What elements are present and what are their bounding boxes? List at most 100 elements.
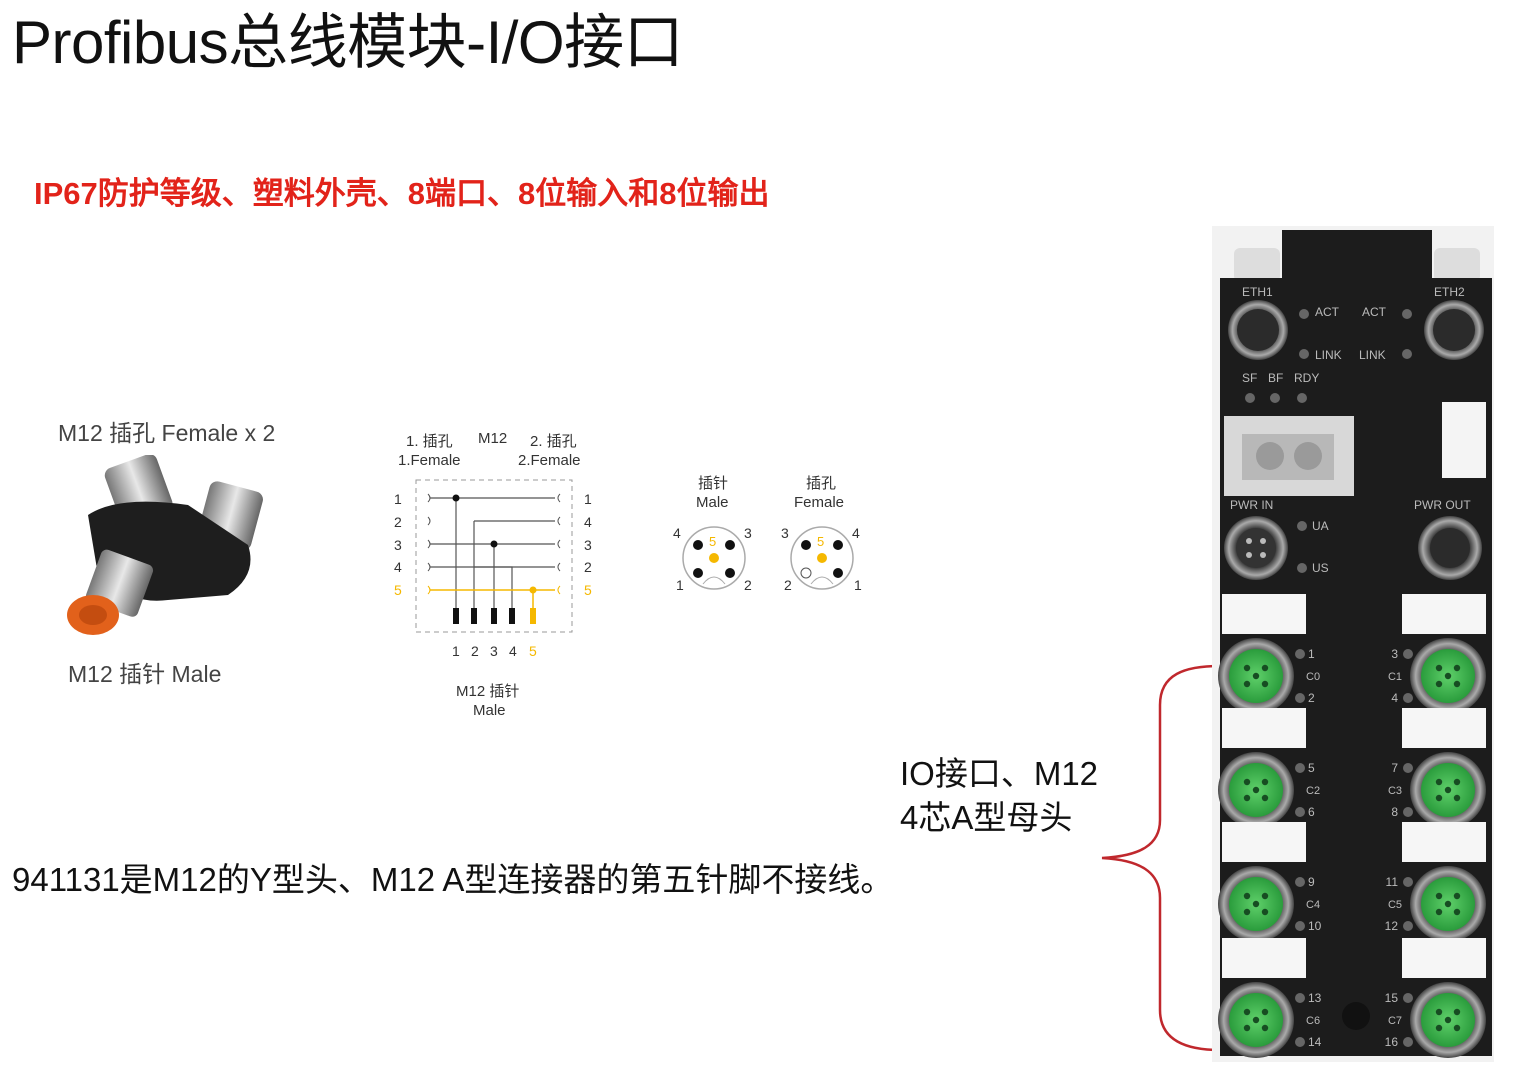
io-port-pin	[1444, 1016, 1452, 1024]
eth1-label: ETH1	[1242, 285, 1273, 299]
port-label-plate	[1222, 594, 1306, 634]
io-pin-label: 6	[1308, 805, 1315, 819]
io-channel-label: C1	[1388, 671, 1402, 683]
io-port-pin	[1435, 892, 1443, 900]
io-led	[1403, 649, 1413, 659]
io-port-pin	[1252, 672, 1260, 680]
y-connector-bottom-label: M12 插针 Male	[68, 661, 222, 687]
io-led	[1403, 807, 1413, 817]
wiring-right-pin-4: 4	[584, 514, 592, 530]
female-pin-5: 5	[817, 534, 824, 549]
io-led	[1403, 877, 1413, 887]
io-port-pin	[1243, 664, 1251, 672]
y-connector-photo	[67, 455, 263, 635]
female-pin-2: 2	[784, 577, 792, 593]
wiring-header-left-en: 1.Female	[398, 452, 461, 469]
port-label-plate	[1222, 708, 1306, 748]
io-port-pin	[1261, 664, 1269, 672]
io-pin-label: 15	[1385, 991, 1399, 1005]
io-port-pin	[1243, 1024, 1251, 1032]
wiring-right-pin-1: 1	[584, 491, 592, 507]
io-pin-label: 4	[1391, 691, 1398, 705]
io-pin-label: 13	[1308, 991, 1322, 1005]
profibus-module-photo: ETH1 ETH2 ACT ACT LINK LINK SF BF RDY PW…	[1212, 226, 1494, 1062]
io-port-pin	[1435, 1008, 1443, 1016]
io-pin-label: 5	[1308, 761, 1315, 775]
male-pin-3: 3	[744, 525, 752, 541]
io-port-pin	[1435, 1024, 1443, 1032]
io-channel-label: C4	[1306, 899, 1320, 911]
io-port-pin	[1252, 900, 1260, 908]
wiring-header-mid: M12	[478, 430, 508, 447]
rdy-label: RDY	[1294, 371, 1319, 385]
io-port-pin	[1453, 908, 1461, 916]
wiring-bottom-pin-3: 3	[490, 643, 498, 659]
io-led	[1403, 693, 1413, 703]
female-pin-3: 3	[781, 525, 789, 541]
act-left-label: ACT	[1315, 305, 1340, 319]
ua-label: UA	[1312, 519, 1329, 533]
wiring-header-right-cn: 2. 插孔	[530, 433, 577, 450]
wiring-left-pin-1: 1	[394, 491, 402, 507]
io-pin-label: 2	[1308, 691, 1315, 705]
act-right-label: ACT	[1362, 305, 1387, 319]
wiring-right-pin-5: 5	[584, 582, 592, 598]
wiring-left-pin-2: 2	[394, 514, 402, 530]
io-led	[1295, 763, 1305, 773]
io-port-pin	[1261, 680, 1269, 688]
io-channel-label: C3	[1388, 785, 1402, 797]
io-port-pin	[1243, 794, 1251, 802]
wiring-left-pin-5: 5	[394, 582, 402, 598]
io-led	[1403, 993, 1413, 1003]
io-port-pin	[1444, 786, 1452, 794]
male-pin-4: 4	[673, 525, 681, 541]
wiring-header-right-en: 2.Female	[518, 452, 581, 469]
wiring-diagram: 1 2 3 4 5 1 4 3 2 5 1 2 3 4 5	[394, 479, 592, 659]
io-pin-label: 14	[1308, 1035, 1322, 1049]
link-left-label: LINK	[1315, 348, 1342, 362]
io-led	[1403, 921, 1413, 931]
io-pin-label: 10	[1308, 919, 1322, 933]
io-port-pin	[1435, 778, 1443, 786]
pinout-male-cn: 插针	[698, 475, 729, 492]
port-label-plate	[1402, 594, 1486, 634]
io-port-pin	[1453, 892, 1461, 900]
pinout-female-en: Female	[794, 494, 845, 511]
female-pin-4: 4	[852, 525, 860, 541]
io-pin-label: 3	[1391, 647, 1398, 661]
port-label-plate	[1222, 938, 1306, 978]
pwr-out-label: PWR OUT	[1414, 498, 1471, 512]
io-channel-label: C5	[1388, 899, 1402, 911]
io-channel-label: C7	[1388, 1015, 1402, 1027]
bf-label: BF	[1268, 371, 1283, 385]
male-pin-5: 5	[709, 534, 716, 549]
io-port-pin	[1243, 680, 1251, 688]
slide-subtitle: IP67防护等级、塑料外壳、8端口、8位输入和8位输出	[34, 176, 770, 211]
callout-line-1: IO接口、M12	[900, 755, 1099, 792]
io-pin-label: 16	[1385, 1035, 1399, 1049]
slide-title: Profibus总线模块-I/O接口	[12, 9, 684, 76]
io-port-pin	[1435, 680, 1443, 688]
callout-brace	[1101, 664, 1221, 1052]
callout-line-2: 4芯A型母头	[900, 799, 1073, 836]
wiring-left-pin-4: 4	[394, 559, 402, 575]
male-pin-2: 2	[744, 577, 752, 593]
io-port-pin	[1435, 794, 1443, 802]
pinout-male-en: Male	[696, 494, 729, 511]
io-port-pin	[1453, 664, 1461, 672]
io-pin-label: 7	[1391, 761, 1398, 775]
female-pin-1: 1	[854, 577, 862, 593]
io-pin-label: 1	[1308, 647, 1315, 661]
wiring-left-pin-3: 3	[394, 537, 402, 553]
io-port-pin	[1261, 1024, 1269, 1032]
us-label: US	[1312, 561, 1329, 575]
wiring-bottom-pin-5: 5	[529, 643, 537, 659]
io-channel-label: C6	[1306, 1015, 1320, 1027]
io-port-pin	[1453, 794, 1461, 802]
io-port-pin	[1243, 778, 1251, 786]
io-port-pin	[1453, 680, 1461, 688]
io-port-pin	[1252, 1016, 1260, 1024]
io-port-pin	[1261, 908, 1269, 916]
io-pin-label: 11	[1386, 875, 1399, 889]
io-channel-label: C0	[1306, 671, 1320, 683]
